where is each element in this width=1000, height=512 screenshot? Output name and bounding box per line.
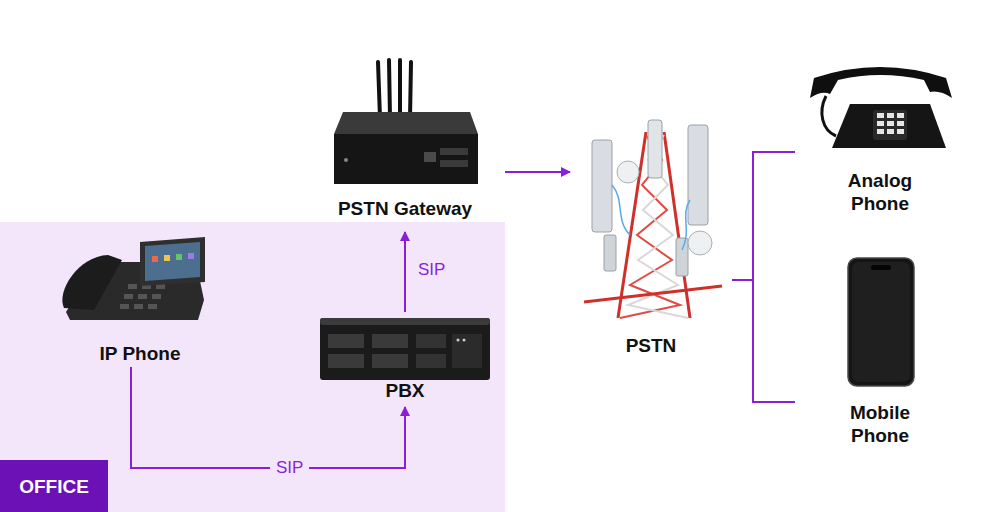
gateway-front [334,134,478,184]
device-node: Analog Phone [795,55,965,220]
key [128,284,137,289]
pbx-illustration [320,318,490,380]
cable [682,200,690,250]
screen-icon [188,253,194,259]
office-band: OFFICE IP PhonePBX [0,222,505,512]
tower-beam [584,286,722,302]
key [142,284,151,289]
device-label: PSTN [601,334,701,357]
connector-arrow [505,171,570,173]
device-label: PBX [355,379,455,402]
antenna-panel [648,120,662,178]
device-label: PSTN Gateway [315,197,495,220]
tower-leg [664,132,690,318]
phone-frame [848,258,914,386]
dish [688,231,712,255]
phone-base [832,104,946,148]
connector-line [732,280,795,402]
key [120,304,129,309]
key [877,129,884,134]
pbx-slot [328,334,364,348]
connector-arrow [404,232,406,312]
antenna-panel [592,140,612,232]
tower-bracing [620,135,680,318]
phone-screen [852,262,910,382]
phone-keypad [120,284,165,309]
gateway-top [334,112,478,134]
network-node: PSTN [570,115,732,365]
key [887,129,894,134]
analog-phone-illustration [810,67,952,148]
antenna [389,60,390,118]
cable [612,185,630,235]
ip-phone-illustration [62,237,205,320]
pbx-slot [416,334,446,348]
pbx-led [457,339,460,342]
device-node: IP Phone [50,232,230,367]
phone-cord [822,96,836,136]
dial-keys [877,113,904,134]
antenna [378,62,380,118]
tower-bracing [628,135,688,318]
key [877,121,884,126]
key [152,294,161,299]
gateway-port [440,160,468,167]
key [897,113,904,118]
key [887,113,894,118]
gateway-illustration [334,60,478,184]
pbx-slot [416,354,446,368]
pbx-slot [372,354,408,368]
key [877,113,884,118]
device-node: PSTN Gateway [305,55,505,232]
device-label: IP Phone [90,342,190,365]
connector-arrow [131,367,405,468]
screen-icon [152,256,158,262]
gateway-port [440,148,468,155]
dish [617,161,639,183]
device-label: Analog Phone [830,169,930,215]
gateway-port [424,152,436,162]
key [156,284,165,289]
device-label: Mobile Phone [830,401,930,447]
phone-handset [810,67,952,98]
connector-line [732,152,795,280]
phone-screen [145,242,200,281]
pbx-slot [452,334,482,368]
tower-leg [618,132,646,318]
pbx-slot [372,334,408,348]
mobile-phone-illustration [848,258,914,386]
phone-screen-frame [140,237,205,286]
screen-icon [176,254,182,260]
pbx-slot [328,354,364,368]
screen-icon [164,255,170,261]
key [124,294,133,299]
key [887,121,894,126]
key [148,304,157,309]
region-tag: OFFICE [0,460,108,512]
device-node: PBX [305,312,505,407]
pbx-top [320,318,490,325]
antenna-panel [688,125,708,225]
pbx-led [463,339,466,342]
phone-handset [62,255,122,310]
key [134,304,143,309]
key [897,129,904,134]
antenna-panel [604,235,616,271]
pbx-case [320,318,490,380]
dial-pad [873,110,907,140]
antenna [398,60,402,118]
tower-illustration [584,120,722,318]
phone-notch [871,265,891,270]
phone-body [66,262,204,320]
gateway-led [344,158,348,162]
device-node: Mobile Phone [795,250,965,450]
key [138,294,147,299]
antenna [410,62,411,118]
key [897,121,904,126]
antenna-panel [676,238,688,276]
